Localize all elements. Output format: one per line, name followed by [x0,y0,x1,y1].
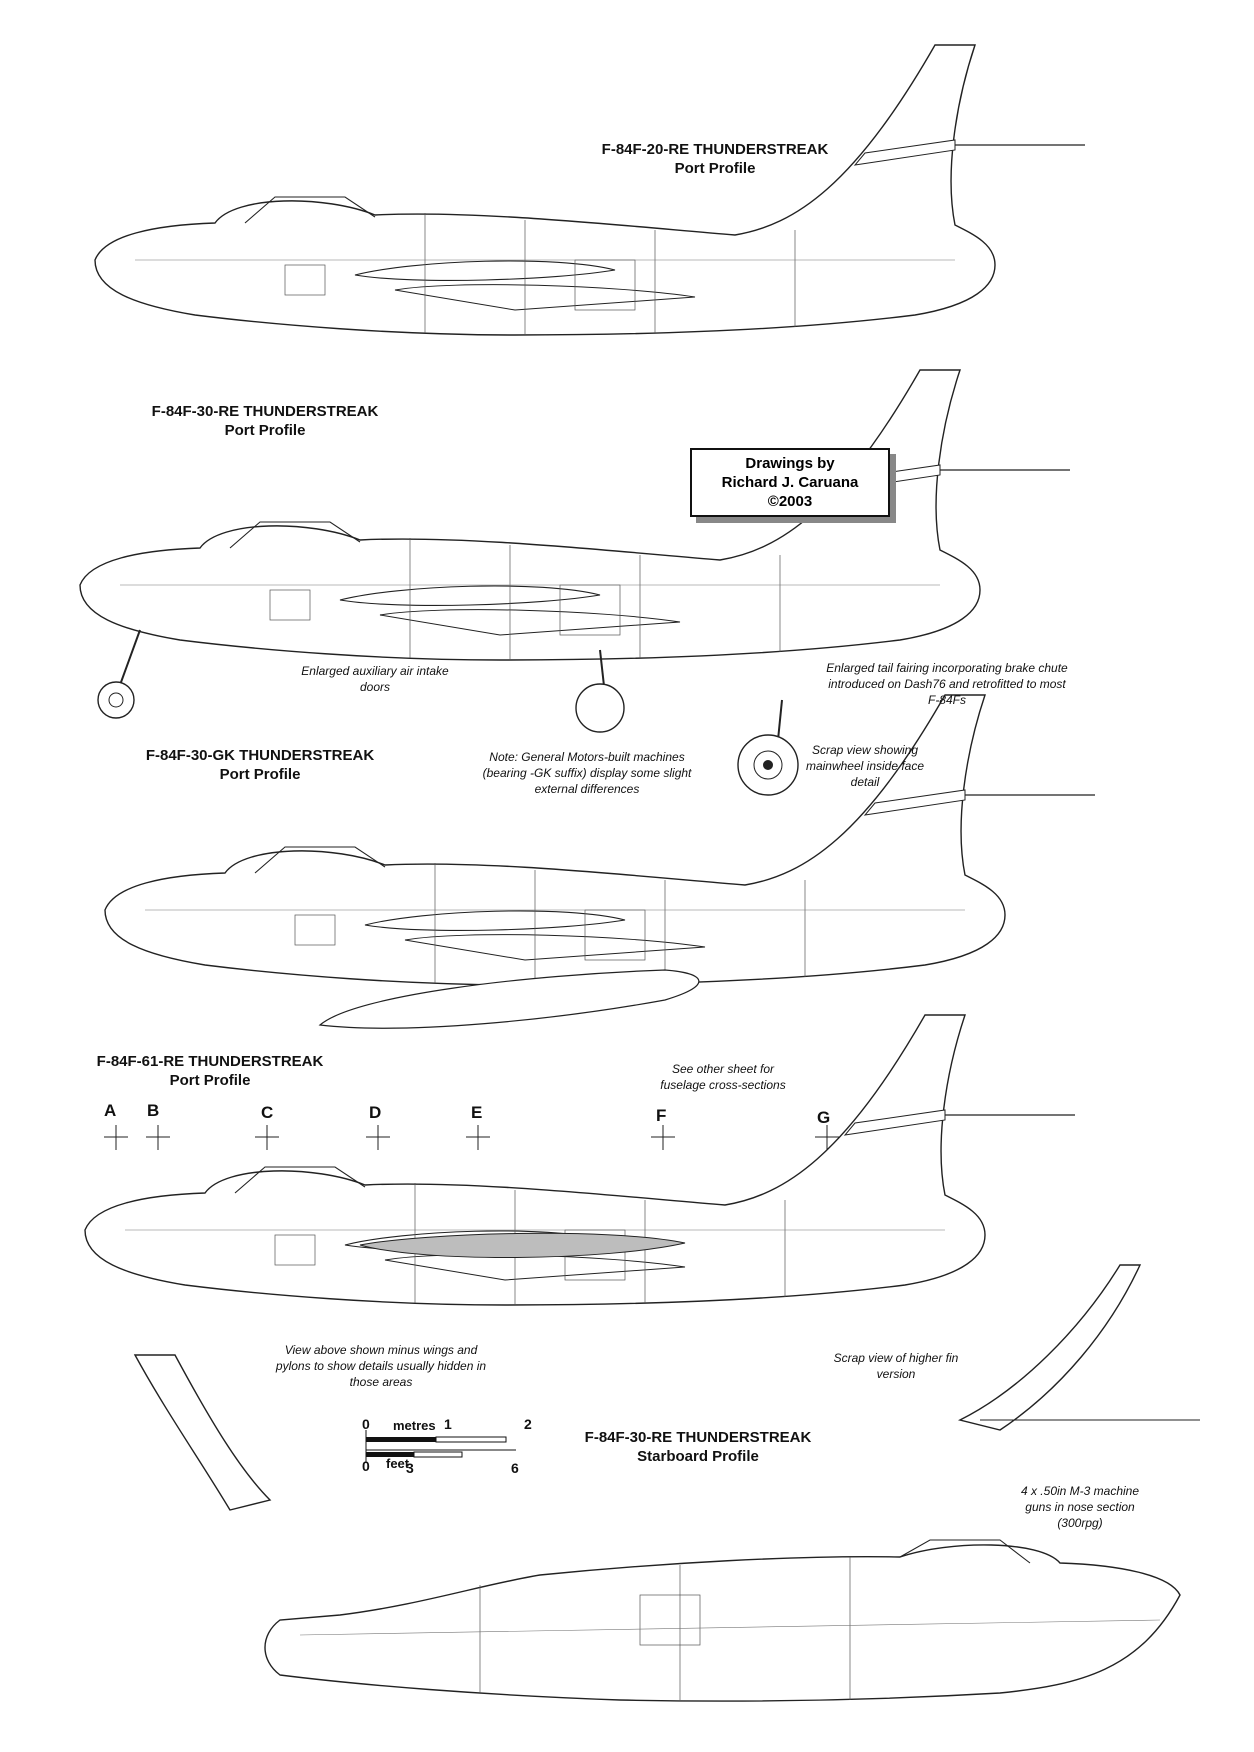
section-markers [104,1125,839,1150]
section-letter-b: B [147,1101,160,1120]
scale-feet-label: feet [386,1456,410,1471]
profile-4-subtitle: Port Profile [169,1072,251,1089]
shaded-wing-root [359,1232,686,1259]
profile-1-title: F-84F-20-RE THUNDERSTREAK Port Profile [595,140,835,178]
profile-f84f-30-re-drawing [79,369,1071,733]
main-gear [575,649,625,733]
note-tail-fairing: Enlarged tail fairing incorporating brak… [826,661,1068,707]
scrap-mainwheel-drawing [737,699,799,796]
note-aux-intake: Enlarged auxiliary air intake doors [301,664,449,694]
profile-f84f-30-gk-drawing [104,694,1096,1029]
scale-metres-0: 0 [362,1416,370,1432]
profile-starboard-drawing [264,1539,1181,1702]
profile-4-title: F-84F-61-RE THUNDERSTREAK Port Profile [90,1052,330,1090]
note-cross-sections: See other sheet for fuselage cross-secti… [660,1062,786,1092]
profile-2-name: F-84F-30-RE THUNDERSTREAK [151,403,379,420]
profile-5-subtitle: Starboard Profile [637,1448,759,1465]
profile-5-name: F-84F-30-RE THUNDERSTREAK [584,1429,812,1446]
profile-3-name: F-84F-30-GK THUNDERSTREAK [145,747,375,764]
scale-metres-2: 2 [524,1416,532,1432]
section-letter-d: D [369,1103,382,1122]
note-guns: 4 x .50in M-3 machine guns in nose secti… [1020,1484,1140,1530]
section-letter-a: A [104,1101,117,1120]
note-minus-wings: View above shown minus wings and pylons … [275,1343,487,1389]
note-higher-fin: Scrap view of higher fin version [833,1351,959,1381]
profile-1-name: F-84F-20-RE THUNDERSTREAK [601,141,829,158]
profile-f84f-20-re-drawing [94,44,1086,336]
profile-2-title: F-84F-30-RE THUNDERSTREAK Port Profile [145,402,385,440]
profile-1-subtitle: Port Profile [674,160,756,177]
scale-feet-0: 0 [362,1458,370,1474]
credit-box: Drawings by Richard J. Caruana ©2003 [690,448,890,517]
section-letter-f: F [656,1106,667,1125]
credit-line-1: Drawings by [745,455,835,472]
note-scrap-mainwheel: Scrap view showing mainwheel inside face… [805,743,925,789]
scale-bar [365,1430,516,1462]
credit-line-2: Richard J. Caruana [721,474,859,491]
scale-metres-1: 1 [444,1416,452,1432]
starboard-fin-drawing [133,1354,272,1511]
profile-3-subtitle: Port Profile [219,766,301,783]
profile-5-title: F-84F-30-RE THUNDERSTREAK Starboard Prof… [578,1428,818,1466]
scale-feet-3: 3 [406,1460,414,1476]
section-letter-e: E [471,1103,483,1122]
profile-2-subtitle: Port Profile [224,422,306,439]
section-letter-c: C [261,1103,274,1122]
scale-metres-label: metres [393,1418,436,1433]
note-gm: Note: General Motors-built machines (bea… [482,750,692,796]
higher-fin-drawing [957,1264,1200,1431]
scale-feet-6: 6 [511,1460,519,1476]
section-letter-g: G [817,1108,831,1127]
credit-line-3: ©2003 [767,493,813,510]
profile-3-title: F-84F-30-GK THUNDERSTREAK Port Profile [140,746,380,784]
profile-4-name: F-84F-61-RE THUNDERSTREAK [96,1053,324,1070]
drop-tank [318,969,700,1029]
profile-f84f-61-re-drawing [84,1014,1076,1306]
nose-gear [97,629,141,719]
